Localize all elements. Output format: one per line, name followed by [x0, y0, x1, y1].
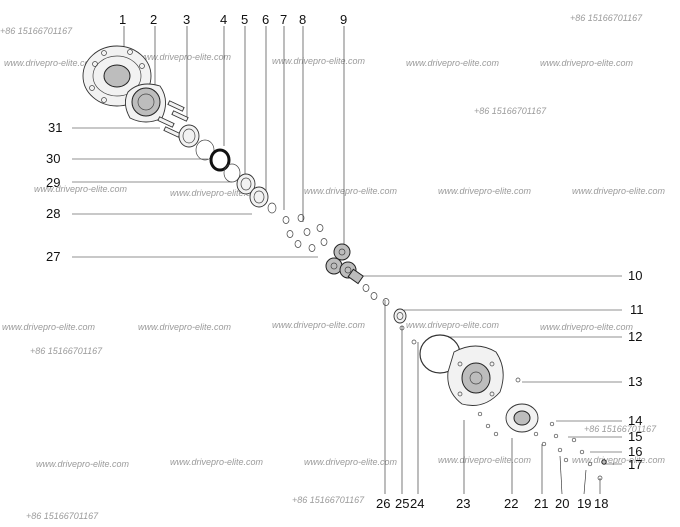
- watermark-phone: +86 15166701167: [570, 13, 643, 23]
- watermark-site: www.drivepro-elite.com: [540, 322, 634, 332]
- callout-number: 5: [241, 12, 248, 27]
- part-planet-gears: [325, 243, 357, 279]
- watermark-site: www.drivepro-elite.com: [572, 455, 666, 465]
- watermark-site: www.drivepro-elite.com: [170, 457, 264, 467]
- leader-line: [559, 455, 563, 495]
- watermark-site: www.drivepro-elite.com: [406, 58, 500, 68]
- watermark-site: www.drivepro-elite.com: [170, 188, 264, 198]
- callout-number: 9: [340, 12, 347, 27]
- part-ring: [195, 139, 215, 161]
- callout-number: 27: [46, 249, 60, 264]
- callout-number: 29: [46, 175, 60, 190]
- watermark-site: www.drivepro-elite.com: [406, 320, 500, 330]
- watermark-site: www.drivepro-elite.com: [272, 320, 366, 330]
- part-bearing: [236, 173, 256, 195]
- watermark-site: www.drivepro-elite.com: [572, 186, 666, 196]
- watermark-phone: +86 15166701167: [474, 106, 547, 116]
- watermark-site: www.drivepro-elite.com: [138, 322, 232, 332]
- callout-number: 11: [630, 302, 644, 317]
- callout-number: 4: [220, 12, 227, 27]
- callout-number: 10: [628, 268, 642, 283]
- watermark-site: www.drivepro-elite.com: [2, 322, 96, 332]
- part-bearing: [178, 124, 200, 148]
- callout-number: 25: [395, 496, 409, 511]
- watermark-phone: +86 15166701167: [292, 495, 365, 505]
- part-bearing: [249, 186, 269, 208]
- watermark-site: www.drivepro-elite.com: [304, 457, 398, 467]
- watermark-site: www.drivepro-elite.com: [438, 455, 532, 465]
- watermark-site: www.drivepro-elite.com: [272, 56, 366, 66]
- callout-number: 12: [628, 329, 642, 344]
- callout-number: 26: [376, 496, 390, 511]
- callout-number: 24: [410, 496, 424, 511]
- callout-number: 1: [119, 12, 126, 27]
- leader-line: [583, 469, 587, 495]
- callout-number: 31: [48, 120, 62, 135]
- watermark-phone: +86 15166701167: [26, 511, 99, 521]
- callout-number: 28: [46, 206, 60, 221]
- callout-number: 19: [577, 496, 591, 511]
- callout-number: 22: [504, 496, 518, 511]
- part-washers: [282, 214, 328, 252]
- callout-number: 3: [183, 12, 190, 27]
- callout-number: 14: [628, 413, 642, 428]
- part-cover-plate: [505, 403, 539, 433]
- callout-number: 13: [628, 374, 642, 389]
- part-flange-housing: [82, 45, 152, 107]
- part-small-fittings: [399, 325, 417, 345]
- callout-number: 6: [262, 12, 269, 27]
- callout-number: 2: [150, 12, 157, 27]
- watermark-site: www.drivepro-elite.com: [34, 184, 128, 194]
- part-circlip: [267, 202, 277, 214]
- part-sun-gear: [347, 268, 364, 285]
- callout-number: 18: [594, 496, 608, 511]
- part-main-housing: [447, 345, 504, 406]
- watermark-site: www.drivepro-elite.com: [540, 58, 634, 68]
- part-seal-ring: [223, 163, 241, 183]
- part-o-ring: [209, 148, 231, 172]
- callout-number: 17: [628, 457, 642, 472]
- callout-number: 23: [456, 496, 470, 511]
- callout-numbers: 1 2 3 4 5 6 7 8 9 31 30 29 28 27 10 11 1…: [46, 12, 644, 511]
- part-screw: [515, 377, 521, 383]
- callout-number: 7: [280, 12, 287, 27]
- watermark-layer: +86 15166701167 +86 15166701167 www.driv…: [0, 13, 666, 521]
- part-bearing: [393, 308, 407, 324]
- callout-number: 8: [299, 12, 306, 27]
- watermark-site: www.drivepro-elite.com: [438, 186, 532, 196]
- callout-number: 30: [46, 151, 60, 166]
- callout-number: 20: [555, 496, 569, 511]
- watermark-site: www.drivepro-elite.com: [304, 186, 398, 196]
- part-pins: [157, 100, 189, 138]
- callout-number: 16: [628, 444, 642, 459]
- watermark-site: www.drivepro-elite.com: [36, 459, 130, 469]
- watermark-phone: +86 15166701167: [0, 26, 73, 36]
- callout-number: 15: [628, 429, 642, 444]
- leader-lines: [72, 26, 622, 495]
- part-washers: [362, 284, 390, 306]
- callout-number: 21: [534, 496, 548, 511]
- watermark-site: www.drivepro-elite.com: [4, 58, 98, 68]
- watermark-phone: +86 15166701167: [30, 346, 103, 356]
- watermark-phone: +86 15166701167: [584, 424, 657, 434]
- watermark-site: www.drivepro-elite.com: [138, 52, 232, 62]
- part-bolts: [477, 411, 607, 481]
